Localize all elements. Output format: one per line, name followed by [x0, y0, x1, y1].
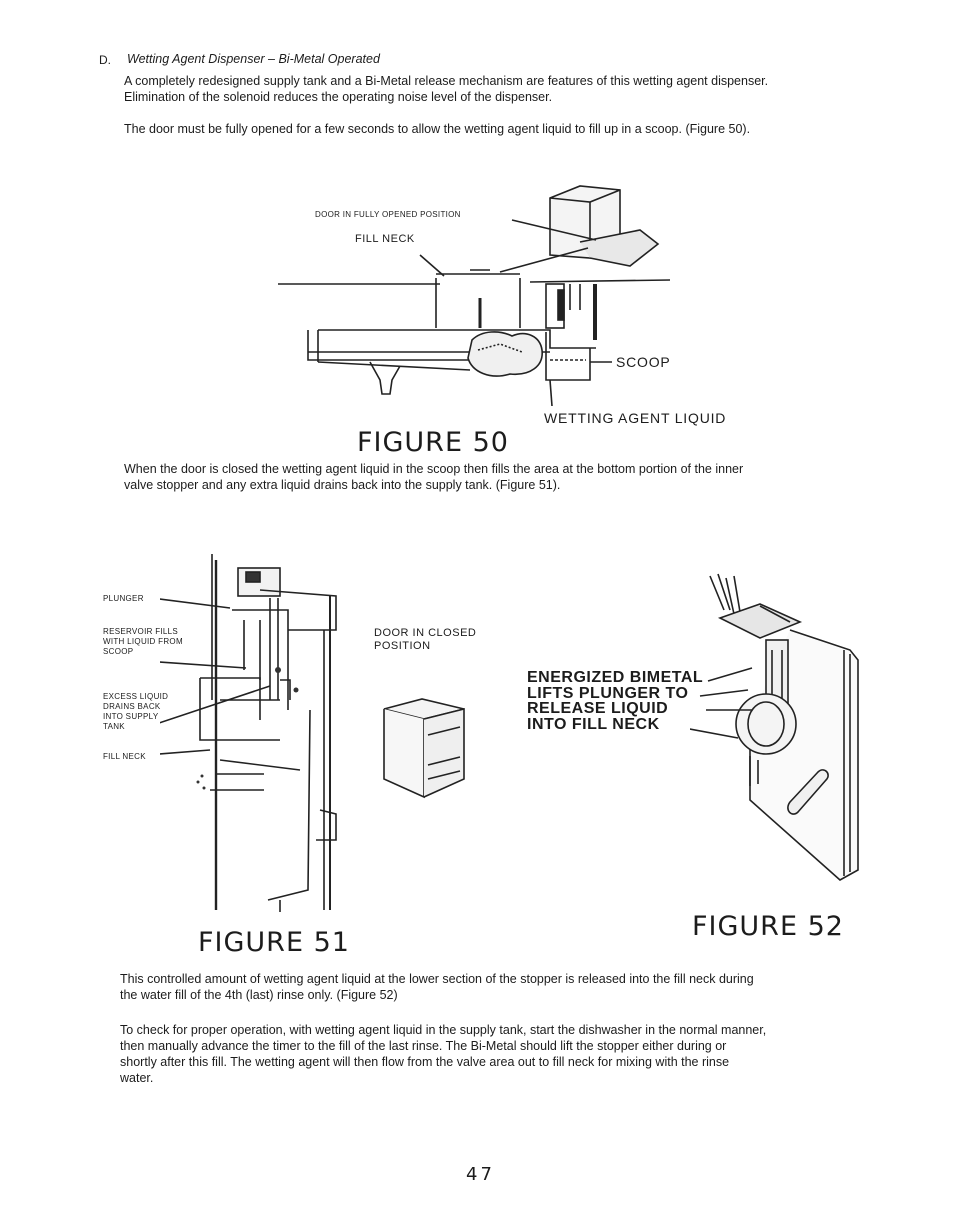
controlled-paragraph: This controlled amount of wetting agent … [120, 971, 900, 1003]
figure-52-title: FIGURE 52 [692, 911, 844, 942]
check-line-4: water. [120, 1071, 154, 1085]
fig52-label: ENERGIZED BIMETAL LIFTS PLUNGER TO RELEA… [527, 670, 703, 732]
closed-paragraph: When the door is closed the wetting agen… [124, 461, 894, 493]
page-number: 47 [466, 1164, 495, 1185]
check-line-2: then manually advance the timer to the f… [120, 1039, 727, 1053]
closed-line-2: valve stopper and any extra liquid drain… [124, 478, 561, 492]
fig51-label-plunger: PLUNGER [103, 594, 144, 603]
figure-51-title: FIGURE 51 [198, 927, 350, 958]
section-letter: D. [99, 53, 111, 67]
controlled-line-2: the water fill of the 4th (last) rinse o… [120, 988, 398, 1002]
intro-paragraph: A completely redesigned supply tank and … [124, 73, 884, 105]
fig51-label-door: DOOR IN CLOSED POSITION [374, 627, 476, 653]
fig50-label-scoop: SCOOP [616, 354, 671, 370]
figure-50-drawing [278, 185, 671, 407]
fig50-label-door: DOOR IN FULLY OPENED POSITION [315, 210, 461, 219]
check-line-1: To check for proper operation, with wett… [120, 1023, 767, 1037]
fig52-line-1: ENERGIZED BIMETAL [527, 669, 704, 686]
closed-door-drawing [383, 698, 465, 799]
fig51-excess-line-2: DRAINS BACK [103, 702, 161, 711]
fig51-reservoir-line-2: WITH LIQUID FROM [103, 637, 183, 646]
figure-51-drawing [160, 554, 337, 912]
fig51-label-fill-neck: FILL NECK [103, 752, 146, 761]
controlled-line-1: This controlled amount of wetting agent … [120, 972, 754, 986]
fig51-reservoir-line-1: RESERVOIR FILLS [103, 627, 179, 636]
section-title: Wetting Agent Dispenser – Bi-Metal Opera… [127, 52, 380, 66]
fig52-line-4: INTO FILL NECK [527, 715, 660, 733]
intro-line-2: Elimination of the solenoid reduces the … [124, 90, 553, 104]
figure-50-title: FIGURE 50 [357, 427, 509, 458]
fig51-excess-line-1: EXCESS LIQUID [103, 692, 169, 701]
fig52-line-3: RELEASE LIQUID [527, 700, 669, 717]
check-line-3: shortly after this fill. The wetting age… [120, 1055, 730, 1069]
intro-line-1: A completely redesigned supply tank and … [124, 74, 769, 88]
fig51-label-excess: EXCESS LIQUID DRAINS BACK INTO SUPPLY TA… [103, 692, 168, 732]
closed-line-1: When the door is closed the wetting agen… [124, 462, 744, 476]
fig51-excess-line-3: INTO SUPPLY [103, 712, 159, 721]
fig51-door-line-1: DOOR IN CLOSED [374, 627, 477, 639]
fig51-door-line-2: POSITION [374, 640, 431, 652]
figure-52-drawing [690, 573, 859, 881]
fig52-line-2: LIFTS PLUNGER TO [527, 684, 689, 702]
fig51-excess-line-4: TANK [103, 722, 125, 731]
fig50-label-liquid: WETTING AGENT LIQUID [544, 410, 727, 426]
fig51-reservoir-line-3: SCOOP [103, 647, 134, 656]
check-paragraph: To check for proper operation, with wett… [120, 1022, 900, 1086]
fig51-label-reservoir: RESERVOIR FILLS WITH LIQUID FROM SCOOP [103, 627, 183, 657]
door-paragraph: The door must be fully opened for a few … [124, 122, 751, 136]
fig50-label-fill-neck: FILL NECK [355, 233, 415, 245]
